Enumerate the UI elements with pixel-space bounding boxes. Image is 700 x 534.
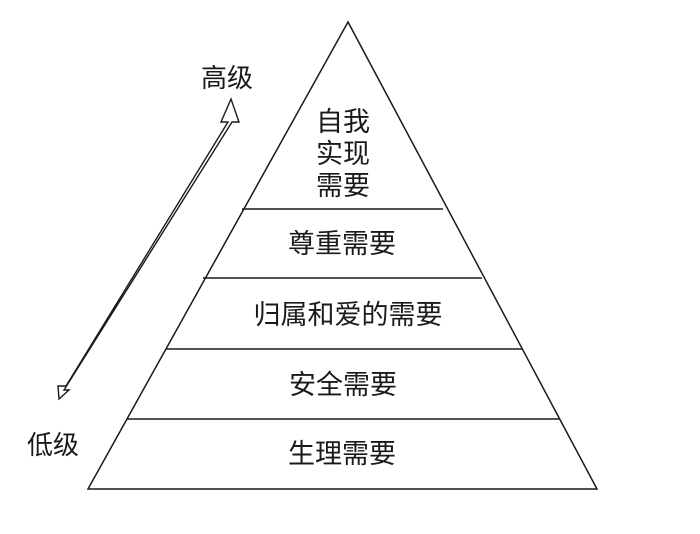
double-arrow-icon	[57, 97, 240, 401]
axis-high-label: 高级	[201, 64, 253, 94]
level-safety-label: 安全需要	[289, 370, 397, 401]
level-label-line: 实现	[316, 139, 370, 170]
level-label-line: 自我	[316, 107, 370, 138]
level-esteem-label: 尊重需要	[288, 229, 396, 260]
level-self-actualization: 自我 实现 需要	[316, 107, 370, 202]
level-label-line: 需要	[316, 171, 370, 202]
pyramid-outline	[86, 20, 599, 490]
level-physiological-label: 生理需要	[288, 439, 396, 470]
level-belonging-label: 归属和爱的需要	[254, 300, 443, 331]
axis-low-label: 低级	[27, 431, 79, 461]
